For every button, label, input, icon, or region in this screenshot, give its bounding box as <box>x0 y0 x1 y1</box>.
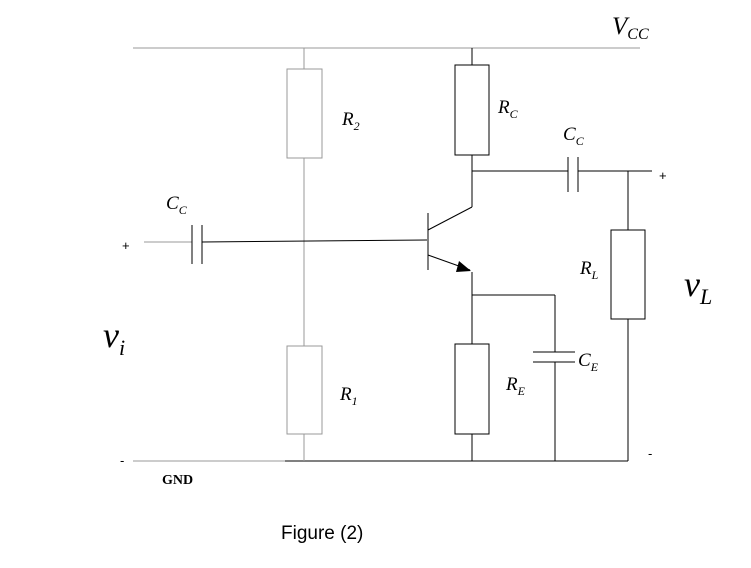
resistor-r1 <box>286 345 323 435</box>
resistor-rl <box>610 229 646 320</box>
resistor-re <box>454 343 490 435</box>
label-vcc: VCC <box>612 13 649 43</box>
label-vl: vL <box>684 264 712 309</box>
terminal-input-plus: + <box>122 238 130 253</box>
label-r1: R1 <box>339 384 358 408</box>
label-vi: vi <box>103 315 125 360</box>
label-r2: R2 <box>341 109 360 133</box>
label-re: RE <box>505 374 526 398</box>
terminal-input-minus: - <box>120 453 124 468</box>
transistor-collector-lead <box>427 206 473 231</box>
transistor-emitter-arrow <box>456 261 471 272</box>
resistor-rc <box>454 64 490 156</box>
label-ce: CE <box>578 350 599 374</box>
wire-base <box>201 239 428 243</box>
terminal-output-plus: + <box>659 168 667 183</box>
resistor-r2 <box>286 68 323 159</box>
label-gnd: GND <box>162 473 193 488</box>
figure-caption: Figure (2) <box>281 523 363 544</box>
terminal-output-minus: - <box>648 446 652 461</box>
label-cc-in: CC <box>166 193 188 217</box>
label-cc-out: CC <box>563 124 585 148</box>
label-rl: RL <box>579 258 599 282</box>
label-rc: RC <box>497 97 519 121</box>
